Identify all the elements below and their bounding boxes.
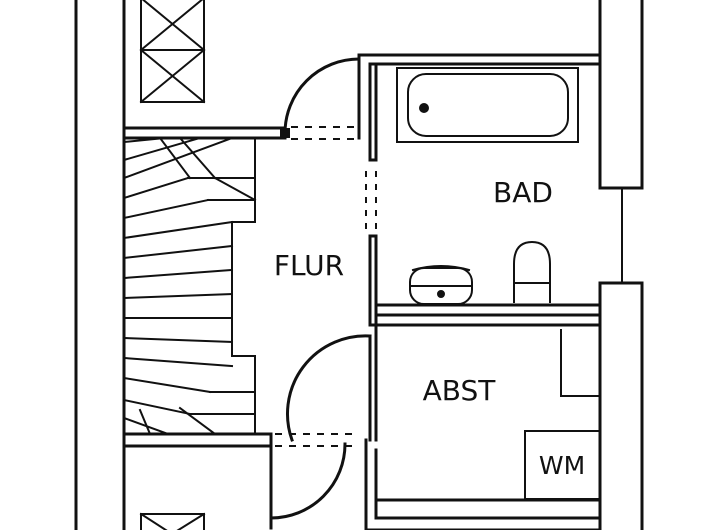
skylight-bottom bbox=[139, 512, 206, 530]
washing-machine bbox=[524, 430, 601, 500]
door-lower-room[interactable] bbox=[269, 432, 357, 530]
staircase bbox=[122, 136, 257, 436]
washing-machine-label: WM bbox=[539, 451, 585, 480]
storage-shelf bbox=[560, 329, 601, 397]
sink bbox=[409, 265, 473, 305]
door-upper-room[interactable] bbox=[280, 53, 361, 140]
toilet bbox=[513, 240, 551, 303]
bathtub-drain bbox=[419, 103, 429, 113]
bathtub bbox=[396, 67, 579, 143]
room-label-flur: FLUR bbox=[274, 249, 344, 282]
door-storage[interactable] bbox=[286, 334, 372, 442]
wall-lower bbox=[122, 432, 273, 448]
room-label-bad: BAD bbox=[493, 176, 553, 209]
wall-upper bbox=[122, 126, 287, 140]
sink-drain bbox=[437, 290, 445, 298]
skylight-top bbox=[139, 0, 206, 104]
bathroom-walls bbox=[357, 53, 602, 327]
room-label-abst: ABST bbox=[423, 374, 497, 407]
